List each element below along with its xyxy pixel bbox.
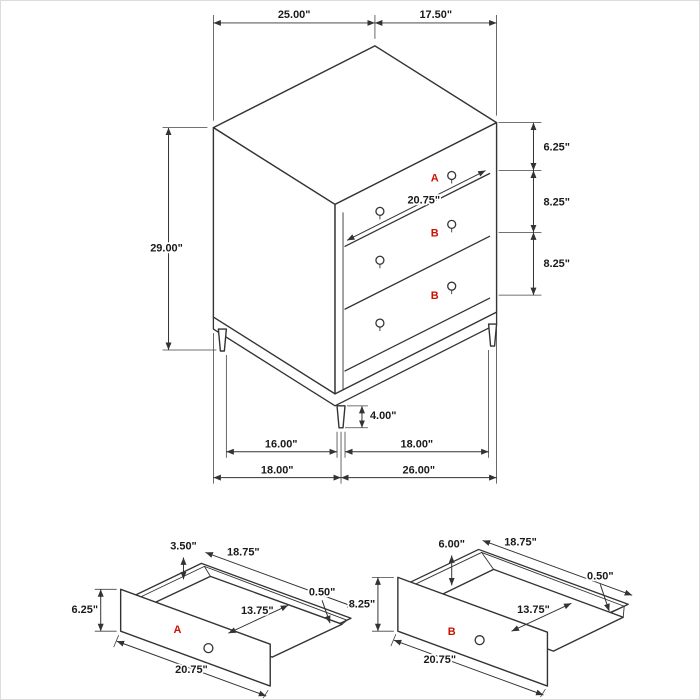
drawer-b1-knob-right — [447, 219, 457, 229]
dim-a-inner-depth-label: 13.75" — [241, 605, 274, 617]
dim-a-inner-depth-line — [228, 604, 289, 634]
dim-height-extension-lines — [162, 127, 217, 351]
dim-b-outer-width-line — [393, 639, 544, 696]
dim-leg-span-width-label: 18.00" — [401, 439, 434, 451]
drawer-b-front-knob — [474, 635, 485, 646]
dim-b-outer-width-label: 20.75" — [423, 654, 456, 666]
dim-b-wall-thickness: 0.50" — [585, 569, 615, 612]
dim-b-outer-width: 20.75" — [390, 634, 546, 698]
drawer-a-label: A — [431, 172, 439, 184]
dim-b-front-height: 8.25" — [347, 576, 394, 632]
dim-drawer-b1-height-label: 8.25" — [543, 196, 570, 208]
dim-bottom-row1: 16.00" 18.00" — [225, 350, 490, 458]
dim-b-wall-thickness-label: 0.50" — [587, 570, 614, 582]
drawer-b1-label: B — [431, 227, 439, 239]
drawer-a-front-knob — [203, 643, 214, 654]
dim-base-depth-label: 18.00" — [261, 465, 294, 477]
dim-a-outer-width-label: 20.75" — [175, 664, 208, 676]
dim-a-wall-thickness-label: 0.50" — [309, 586, 336, 598]
drawer-a-knob-left — [375, 206, 385, 217]
dim-b-wall-height: 6.00" — [437, 537, 467, 586]
dim-drawer-b2-height-label: 8.25" — [543, 258, 570, 270]
dim-b-inner-width-label: 18.75" — [504, 536, 537, 548]
dim-leg-height-label: 4.00" — [370, 410, 397, 422]
dim-a-inner-width: 18.75" — [205, 545, 356, 608]
dim-drawer-heights: 6.25" 8.25" 8.25" — [498, 122, 572, 296]
drawer-b1-knob-left — [375, 255, 385, 265]
drawer-b-detail-view: 6.00" 18.75" 8.25" 0.50" 13.75" B 20.75" — [347, 535, 633, 698]
dim-b-inner-depth-line — [511, 602, 572, 632]
dim-b-inner-depth: 13.75" — [511, 602, 572, 632]
drawer-b-detail-label: B — [448, 626, 456, 638]
dim-height-label: 29.00" — [150, 242, 183, 254]
dim-bottom-row2: 18.00" 26.00" — [212, 328, 497, 484]
drawer-a-detail-view: 6.25" 3.50" 18.75" 0.50" 13.75" A 20.75" — [70, 539, 356, 699]
chest-legs — [217, 323, 498, 429]
dim-a-wall-height-label: 3.50" — [170, 540, 197, 552]
dim-b-inner-width: 18.75" — [482, 535, 633, 596]
dim-base-width-label: 26.00" — [402, 465, 435, 477]
dim-b-inner-depth-label: 13.75" — [517, 604, 550, 616]
dim-a-wall-height: 3.50" — [168, 539, 198, 580]
dim-b-wall-height-label: 6.00" — [438, 538, 465, 550]
drawer-b2-knob-right — [447, 281, 457, 291]
dim-top-depth-label: 17.50" — [419, 9, 452, 21]
dim-height: 29.00" — [148, 127, 217, 351]
dim-a-outer-width: 20.75" — [113, 635, 269, 699]
dim-leg-height: 4.00" — [345, 405, 398, 429]
dim-top-width-label: 25.00" — [278, 9, 311, 21]
drawer-a-knob-right — [447, 170, 457, 181]
dim-b-front-height-ext — [371, 576, 394, 632]
chest-base-rail — [212, 311, 498, 407]
drawer-a-detail-label: A — [174, 624, 182, 636]
dim-a-inner-depth: 13.75" — [228, 603, 289, 634]
dim-a-outer-width-line — [116, 640, 267, 697]
dim-b-inner-width-line — [482, 539, 633, 596]
dim-a-wall-thickness: 0.50" — [307, 585, 337, 624]
dim-inner-width-line — [346, 170, 486, 241]
dim-right-extension-lines — [498, 122, 542, 296]
dim-row1-extension-lines — [225, 350, 490, 458]
dim-top: 25.00" 17.50" — [212, 7, 497, 121]
dim-a-inner-width-line — [205, 551, 356, 608]
dim-leg-extension-lines — [345, 405, 368, 429]
drawer-b2-knob-left — [375, 318, 385, 328]
dim-drawer-a-height-label: 6.25" — [543, 142, 570, 154]
dim-a-wall-thickness-leader — [321, 600, 331, 624]
dim-a-front-height-label: 6.25" — [72, 604, 99, 616]
dim-leg-span-depth-label: 16.00" — [265, 439, 298, 451]
dim-inner-width-label: 20.75" — [407, 194, 440, 206]
drawer-b2-label: B — [431, 290, 439, 302]
dim-inner-width: 20.75" — [346, 170, 486, 241]
dim-b-wall-thickness-leader — [599, 584, 610, 612]
dim-a-front-height: 6.25" — [70, 588, 117, 632]
dim-a-inner-width-label: 18.75" — [227, 546, 260, 558]
dim-a-front-height-ext — [94, 588, 117, 632]
dim-top-extension-lines — [212, 14, 497, 121]
dim-b-front-height-label: 8.25" — [349, 598, 376, 610]
